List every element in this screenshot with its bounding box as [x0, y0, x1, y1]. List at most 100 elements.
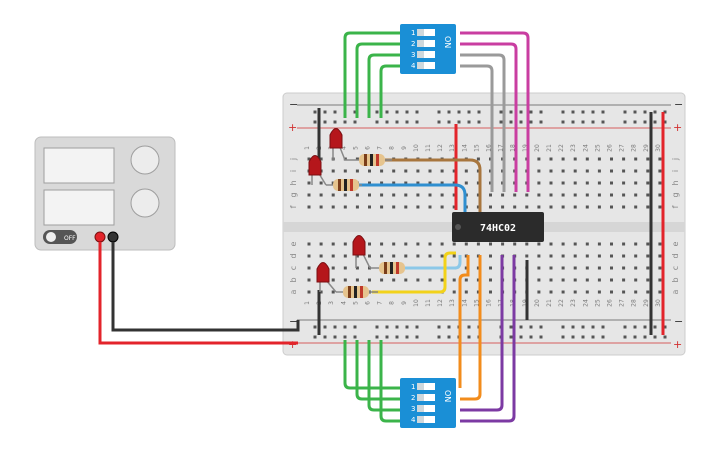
- terminal-hole[interactable]: [464, 242, 468, 246]
- rail-hole[interactable]: [405, 335, 409, 339]
- rail-hole[interactable]: [509, 335, 513, 339]
- rail-hole[interactable]: [643, 120, 647, 124]
- terminal-hole[interactable]: [622, 254, 626, 258]
- terminal-hole[interactable]: [610, 169, 613, 173]
- rail-hole[interactable]: [323, 335, 327, 339]
- rail-hole[interactable]: [437, 335, 441, 339]
- terminal-hole[interactable]: [319, 193, 323, 197]
- rail-hole[interactable]: [539, 110, 543, 114]
- terminal-hole[interactable]: [549, 169, 553, 173]
- terminal-hole[interactable]: [307, 290, 311, 294]
- terminal-hole[interactable]: [392, 169, 396, 173]
- terminal-hole[interactable]: [368, 254, 371, 258]
- dip-switch-bottom[interactable]: 1 2 3 4 ON: [400, 378, 456, 428]
- terminal-hole[interactable]: [537, 278, 541, 282]
- terminal-hole[interactable]: [585, 205, 589, 209]
- terminal-hole[interactable]: [440, 254, 444, 258]
- terminal-hole[interactable]: [331, 193, 335, 197]
- terminal-hole[interactable]: [368, 242, 371, 246]
- rail-hole[interactable]: [333, 110, 337, 114]
- rail-hole[interactable]: [591, 120, 595, 124]
- terminal-hole[interactable]: [573, 205, 577, 209]
- terminal-hole[interactable]: [561, 193, 565, 197]
- terminal-hole[interactable]: [476, 157, 480, 161]
- terminal-hole[interactable]: [368, 278, 371, 282]
- terminal-hole[interactable]: [452, 181, 456, 185]
- terminal-hole[interactable]: [646, 193, 650, 197]
- terminal-hole[interactable]: [537, 205, 541, 209]
- rail-hole[interactable]: [529, 110, 533, 114]
- rail-hole[interactable]: [313, 335, 317, 339]
- terminal-hole[interactable]: [610, 266, 613, 270]
- terminal-hole[interactable]: [622, 169, 626, 173]
- rail-hole[interactable]: [385, 120, 389, 124]
- terminal-hole[interactable]: [597, 181, 601, 185]
- rail-hole[interactable]: [643, 110, 647, 114]
- terminal-hole[interactable]: [585, 290, 589, 294]
- rail-hole[interactable]: [571, 325, 575, 329]
- rail-hole[interactable]: [509, 120, 513, 124]
- rail-hole[interactable]: [653, 335, 657, 339]
- terminal-hole[interactable]: [597, 169, 601, 173]
- terminal-hole[interactable]: [331, 254, 335, 258]
- wire-bottom-output-a[interactable]: [395, 255, 462, 270]
- rail-hole[interactable]: [395, 120, 399, 124]
- terminal-hole[interactable]: [404, 193, 408, 197]
- wire-top-output-a[interactable]: [385, 158, 482, 212]
- terminal-hole[interactable]: [452, 242, 456, 246]
- terminal-hole[interactable]: [525, 193, 529, 197]
- terminal-hole[interactable]: [307, 157, 311, 161]
- terminal-hole[interactable]: [404, 205, 408, 209]
- terminal-hole[interactable]: [380, 181, 384, 185]
- terminal-hole[interactable]: [573, 290, 577, 294]
- terminal-hole[interactable]: [585, 157, 589, 161]
- terminal-hole[interactable]: [597, 278, 601, 282]
- dip-bottom-toggle-4[interactable]: [417, 416, 435, 423]
- terminal-hole[interactable]: [416, 254, 420, 258]
- rail-hole[interactable]: [499, 120, 503, 124]
- rail-hole[interactable]: [467, 335, 471, 339]
- terminal-hole[interactable]: [307, 254, 311, 258]
- terminal-hole[interactable]: [597, 254, 601, 258]
- terminal-hole[interactable]: [658, 157, 662, 161]
- terminal-hole[interactable]: [573, 278, 577, 282]
- terminal-hole[interactable]: [343, 169, 347, 173]
- terminal-hole[interactable]: [392, 205, 396, 209]
- terminal-hole[interactable]: [476, 254, 480, 258]
- terminal-hole[interactable]: [561, 181, 565, 185]
- terminal-hole[interactable]: [355, 193, 359, 197]
- rail-hole[interactable]: [663, 110, 667, 114]
- terminal-hole[interactable]: [549, 157, 553, 161]
- rail-hole[interactable]: [601, 335, 605, 339]
- terminal-hole[interactable]: [585, 193, 589, 197]
- terminal-hole[interactable]: [501, 205, 505, 209]
- terminal-hole[interactable]: [331, 169, 335, 173]
- terminal-hole[interactable]: [319, 290, 323, 294]
- rail-hole[interactable]: [623, 335, 627, 339]
- rail-hole[interactable]: [313, 325, 317, 329]
- resistor-top-1[interactable]: [345, 154, 392, 166]
- rail-hole[interactable]: [663, 335, 667, 339]
- terminal-hole[interactable]: [634, 169, 638, 173]
- terminal-hole[interactable]: [307, 193, 311, 197]
- terminal-hole[interactable]: [561, 157, 565, 161]
- rail-hole[interactable]: [653, 110, 657, 114]
- wire-top-switch-4[interactable]: [379, 64, 404, 118]
- rail-hole[interactable]: [343, 335, 347, 339]
- terminal-hole[interactable]: [489, 242, 492, 246]
- terminal-hole[interactable]: [610, 157, 613, 161]
- terminal-hole[interactable]: [404, 181, 408, 185]
- dip-top-toggle-3[interactable]: [417, 51, 435, 58]
- terminal-hole[interactable]: [489, 205, 492, 209]
- terminal-hole[interactable]: [416, 278, 420, 282]
- rail-hole[interactable]: [385, 325, 389, 329]
- terminal-hole[interactable]: [537, 157, 541, 161]
- terminal-hole[interactable]: [561, 278, 565, 282]
- terminal-hole[interactable]: [355, 205, 359, 209]
- terminal-hole[interactable]: [537, 290, 541, 294]
- dip-bottom-toggle-1[interactable]: [417, 383, 435, 390]
- terminal-hole[interactable]: [573, 157, 577, 161]
- terminal-hole[interactable]: [561, 266, 565, 270]
- rail-hole[interactable]: [343, 120, 347, 124]
- terminal-hole[interactable]: [573, 254, 577, 258]
